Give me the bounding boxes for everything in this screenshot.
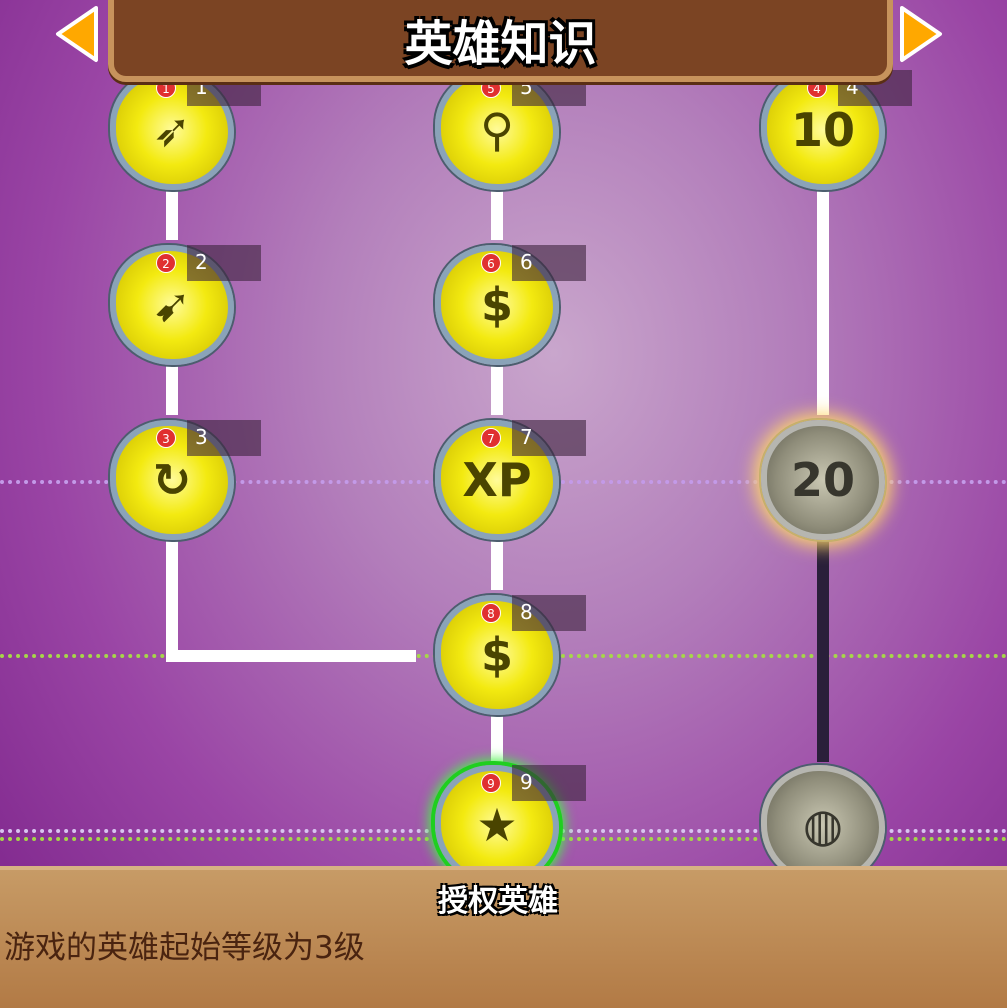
detail-panel: 授权英雄 游戏的英雄起始等级为3级 xyxy=(0,866,1007,1008)
order-badge: 1 xyxy=(156,78,176,98)
connector xyxy=(166,190,178,240)
right-arrow-icon xyxy=(900,6,942,62)
detail-title: 授权英雄 xyxy=(438,884,558,919)
node-number: 3 xyxy=(187,420,261,456)
node-number: 6 xyxy=(512,245,586,281)
connector xyxy=(166,540,178,662)
order-badge: 8 xyxy=(481,603,501,623)
node-number: 2 xyxy=(187,245,261,281)
knowledge-icon: 10 xyxy=(790,103,855,157)
connector xyxy=(817,190,829,415)
knowledge-icon: $ xyxy=(480,278,513,332)
order-badge: 7 xyxy=(481,428,501,448)
knowledge-icon: XP xyxy=(462,453,532,507)
header-bar: 英雄知识 xyxy=(108,0,893,82)
prev-button[interactable] xyxy=(52,4,100,64)
connector xyxy=(166,650,416,662)
knowledge-icon: ★ xyxy=(476,798,518,852)
node-number: 8 xyxy=(512,595,586,631)
connector xyxy=(491,190,503,240)
knowledge-icon: ↻ xyxy=(152,453,192,507)
order-badge: 2 xyxy=(156,253,176,273)
order-badge: 6 xyxy=(481,253,501,273)
knowledge-icon: ➹ xyxy=(152,278,192,332)
order-badge: 3 xyxy=(156,428,176,448)
next-button[interactable] xyxy=(898,4,946,64)
knowledge-icon: ⚲ xyxy=(480,103,514,157)
detail-description: 游戏的英雄起始等级为3级 xyxy=(4,930,365,966)
knowledge-icon: ➶ xyxy=(152,103,192,157)
connector-locked xyxy=(817,540,829,762)
order-badge: 9 xyxy=(481,773,501,793)
node-number: 9 xyxy=(512,765,586,801)
connector xyxy=(166,365,178,415)
node-number: 7 xyxy=(512,420,586,456)
left-arrow-icon xyxy=(56,6,98,62)
page-title: 英雄知识 xyxy=(404,16,597,72)
connector xyxy=(491,365,503,415)
knowledge-icon: 20 xyxy=(790,453,855,507)
knowledge-icon: ◍ xyxy=(802,798,844,852)
knowledge-node[interactable]: 20 xyxy=(761,420,885,540)
knowledge-icon: $ xyxy=(480,628,513,682)
connector xyxy=(491,715,503,765)
connector xyxy=(491,540,503,590)
